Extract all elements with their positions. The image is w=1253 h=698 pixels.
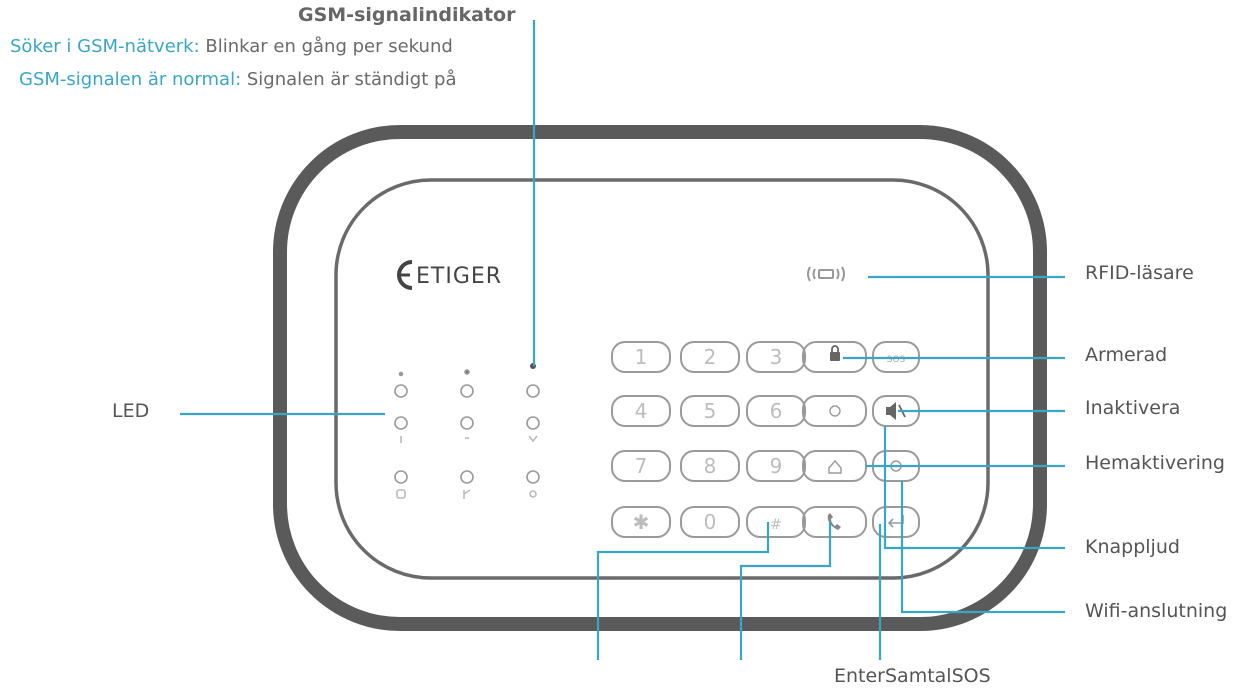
keypad-key-r3c0[interactable] [611, 506, 671, 538]
keypad-key-label: 7 [635, 454, 648, 478]
lock-shackle-icon [831, 345, 839, 352]
led-row2-3 [526, 416, 540, 430]
keypad-key-label: 1 [635, 345, 648, 369]
keypad-key-r0c0[interactable] [611, 341, 671, 373]
keypad: 1 2 3 4 5 6 7 8 9 ✱ 0 # [611, 341, 806, 538]
keypad-key-r1c0[interactable] [611, 395, 671, 427]
enter-key[interactable] [872, 506, 920, 538]
keypad-key-r0c2[interactable] [746, 341, 806, 373]
gsm-search-label: Söker i GSM-nätverk: [10, 36, 200, 57]
label-wifi: Wifi-anslutning [1085, 600, 1228, 622]
keypad-key-r3c1[interactable] [680, 506, 740, 538]
keypad-key-label: 2 [704, 345, 717, 369]
gsm-search-text: Blinkar en gång per sekund [199, 36, 453, 57]
keypad-key-r2c2[interactable] [746, 450, 806, 482]
led-row2-1 [394, 416, 408, 430]
gsm-search-line: Söker i GSM-nätverk: Blinkar en gång per… [10, 36, 453, 57]
call-key[interactable] [802, 506, 867, 538]
keypad-key-r2c0[interactable] [611, 450, 671, 482]
led-row2-2 [460, 416, 474, 430]
keypad-key-r0c1[interactable] [680, 341, 740, 373]
speaker-icon [886, 402, 896, 420]
keypad-key-label: 5 [704, 399, 717, 423]
keypad-key-label: ✱ [633, 510, 650, 534]
gsm-indicator-title: GSM-signalindikator [298, 4, 516, 26]
gsm-normal-text: Signalen är ständigt på [241, 69, 457, 90]
rfid-icon [807, 266, 845, 282]
led-indicators [394, 363, 540, 499]
phone-icon [827, 513, 841, 530]
keypad-key-r1c2[interactable] [746, 395, 806, 427]
unlock-icon [829, 405, 841, 417]
keypad-key-label: 8 [704, 454, 717, 478]
logo-wordmark: ETIGER [416, 264, 502, 289]
keypad-key-label: 6 [770, 399, 783, 423]
label-led: LED [112, 400, 150, 422]
callout-knappljud [883, 426, 1065, 550]
callout-lines [180, 20, 1065, 660]
device-outer-frame [273, 125, 1047, 631]
label-inaktivera: Inaktivera [1085, 397, 1181, 419]
label-rfid: RFID-läsare [1085, 262, 1194, 284]
keypad-key-label: # [770, 517, 782, 533]
etiger-logo: ETIGER [397, 260, 502, 290]
led-row3-1 [394, 470, 408, 484]
led-row1-1 [394, 384, 408, 398]
callout-samtal [739, 522, 832, 660]
keypad-key-label: 3 [770, 345, 783, 369]
label-armerad: Armerad [1085, 344, 1168, 366]
label-hemaktivering: Hemaktivering [1085, 452, 1225, 474]
label-enter-samtal-sos: EnterSamtalSOS [834, 665, 991, 687]
home-icon [828, 459, 842, 474]
home-arm-key[interactable] [802, 450, 867, 482]
device-inner-panel [334, 178, 990, 580]
callout-wifi [900, 481, 1065, 614]
label-knappljud: Knappljud [1085, 536, 1180, 558]
led-row1-2 [460, 384, 474, 398]
sos-key-glyph: SOS [887, 355, 906, 365]
disarm-key[interactable] [802, 395, 867, 427]
gsm-normal-line: GSM-signalen är normal: Signalen är stän… [19, 69, 456, 90]
led-row3-3 [526, 470, 540, 484]
keypad-key-r1c1[interactable] [680, 395, 740, 427]
keypad-key-r3c2[interactable] [746, 506, 806, 538]
led-row3-2 [460, 470, 474, 484]
led-row1-3 [526, 384, 540, 398]
lock-icon [830, 352, 840, 361]
keypad-key-label: 0 [704, 510, 717, 534]
callout-sos [596, 522, 770, 660]
keypad-key-r2c1[interactable] [680, 450, 740, 482]
gsm-normal-label: GSM-signalen är normal: [19, 69, 242, 90]
keypad-key-label: 4 [635, 399, 648, 423]
keypad-key-label: 9 [770, 454, 783, 478]
